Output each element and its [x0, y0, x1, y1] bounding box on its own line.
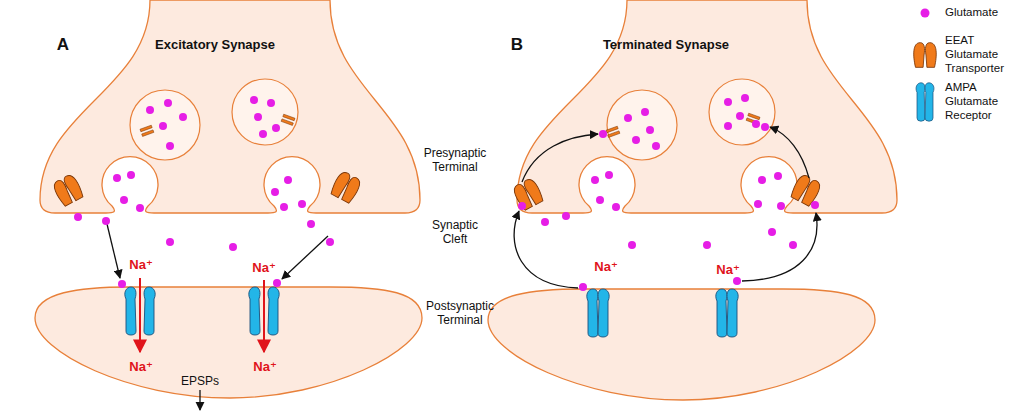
- vesicle-transporter: [281, 114, 295, 125]
- glutamate-path-arrows: [107, 127, 817, 410]
- ampa-receptor: [587, 289, 609, 337]
- postsynaptic-terminal: [35, 287, 422, 398]
- ion-label: Na⁺: [594, 259, 617, 275]
- vesicle-transporter: [140, 125, 154, 136]
- vesicle-transporter: [606, 126, 620, 137]
- eeat-transporter: [51, 173, 84, 207]
- sodium-flux-arrow: [139, 278, 141, 352]
- sodium-flux-arrow: [263, 280, 265, 352]
- legend-text: EEAT Glutamate Transporter: [945, 34, 1021, 75]
- panel-title: Terminated Synapse: [603, 37, 729, 53]
- ion-label: Na⁺: [129, 257, 152, 273]
- ion-label: Na⁺: [129, 359, 152, 375]
- legend-receptor-icon: [916, 83, 934, 121]
- ion-label: Na⁺: [253, 359, 276, 375]
- region-label: Synaptic Cleft: [425, 218, 485, 247]
- legend-swatch: [921, 9, 930, 18]
- panel-letter: B: [511, 35, 523, 55]
- legend-text: AMPA Glutamate Receptor: [945, 81, 1021, 122]
- panel-title: Excitatory Synapse: [155, 37, 275, 53]
- panel-letter: A: [57, 35, 69, 55]
- region-label: Presynaptic Terminal: [414, 146, 496, 175]
- eeat-transporter: [789, 173, 822, 207]
- signal-label: EPSPs: [181, 374, 219, 388]
- legend-transporter-icon: [914, 43, 937, 68]
- presynaptic-terminal: [40, 0, 420, 213]
- legend-text: Glutamate: [945, 6, 1021, 20]
- postsynaptic-terminal: [488, 289, 875, 400]
- region-label: Postsynaptic Terminal: [417, 299, 503, 328]
- presynaptic-terminal: [517, 0, 897, 213]
- glutamate-molecules: [74, 94, 819, 291]
- eeat-transporter: [511, 177, 544, 211]
- ion-label: Na⁺: [716, 262, 739, 278]
- ampa-receptor: [716, 289, 738, 337]
- eeat-transporter: [329, 170, 362, 204]
- ion-label: Na⁺: [252, 260, 275, 276]
